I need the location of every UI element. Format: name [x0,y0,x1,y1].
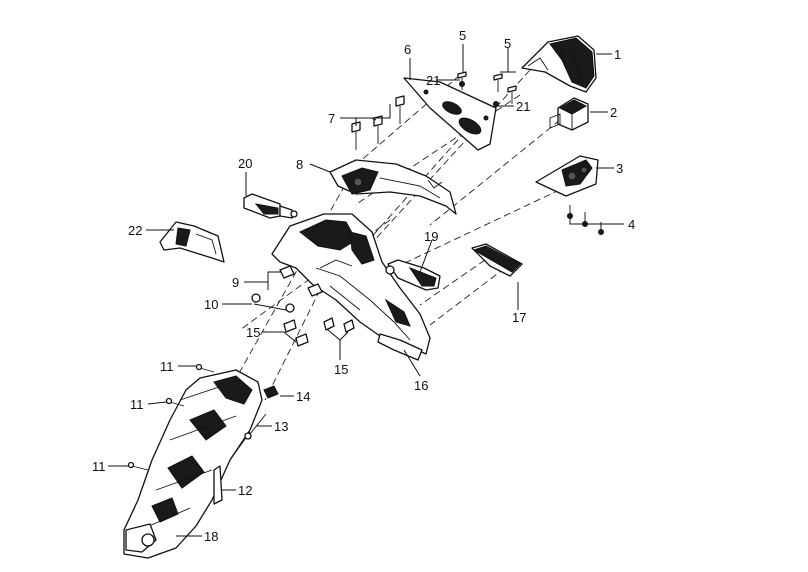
part-19-right-indicator [385,259,441,291]
part-4-screws [567,205,604,235]
callout-21a: 21 [426,73,440,88]
callout-9: 9 [232,275,239,290]
callout-6: 6 [404,42,411,57]
callout-5a: 5 [459,28,466,43]
callout-17: 17 [512,310,526,325]
part-20-left-indicator [243,193,298,219]
part-2-bracket [549,97,589,131]
callout-2: 2 [610,105,617,120]
part-3-tail-light [535,155,599,197]
callout-labels: 1 2 3 4 5 5 6 7 8 9 10 11 11 11 12 13 14… [92,28,635,544]
callout-19: 19 [424,229,438,244]
part-22-side-panel [159,221,225,263]
part-7-bolts [351,95,405,150]
callout-21b: 21 [516,99,530,114]
part-21-screws [459,81,499,107]
callout-8: 8 [296,157,303,172]
callout-11b: 11 [130,397,144,412]
callout-1: 1 [614,47,621,62]
part-6-plate-bracket [403,77,497,151]
callout-5b: 5 [504,36,511,51]
part-10-screws [251,293,295,313]
part-11-bolts [127,363,215,471]
callout-4: 4 [628,217,635,232]
callout-7: 7 [328,111,335,126]
callout-16: 16 [414,378,428,393]
callout-13: 13 [274,419,288,434]
callout-11c: 11 [92,459,106,474]
part-16-rear-fender [271,213,431,361]
callout-14: 14 [296,389,310,404]
callout-20: 20 [238,156,252,171]
part-12-bracket [213,465,223,505]
part-18-rear-frame [123,369,263,559]
callout-15b: 15 [334,362,348,377]
part-15-screws [283,317,355,347]
part-14-nut [263,385,279,399]
callout-11a: 11 [160,359,174,374]
callout-12: 12 [238,483,252,498]
part-9-clips [279,265,323,297]
part-1-rear-cowl [521,35,597,93]
callout-3: 3 [616,161,623,176]
callout-22: 22 [128,223,142,238]
part-13-bolt [244,413,267,440]
part-8-upper-fender [329,159,457,215]
callout-15a: 15 [246,325,260,340]
part-17-plate-frame [471,243,523,277]
callout-18: 18 [204,529,218,544]
leader-lines [108,44,624,537]
callout-10: 10 [204,297,218,312]
